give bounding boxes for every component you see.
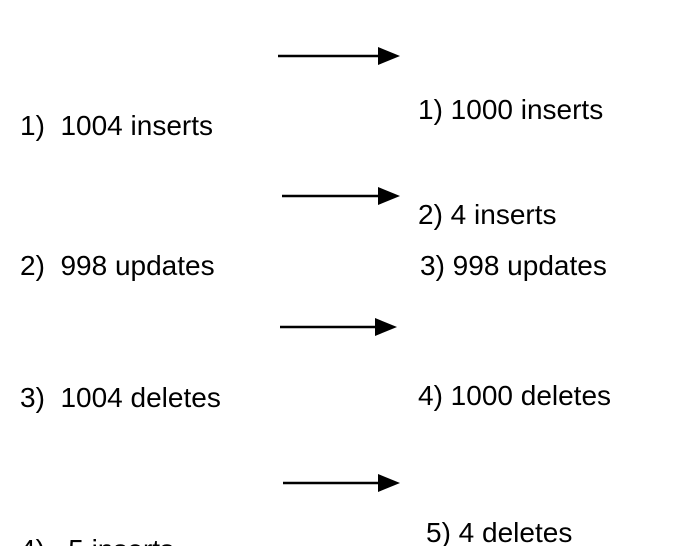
row-right-text: 5) 4 deletes 6) 5 inserts <box>426 445 572 546</box>
diagram-row: 4) 5 inserts 5) 4 deletes 6) 5 inserts <box>0 400 679 546</box>
row-right-text: 4) 1000 deletes <box>418 308 611 483</box>
row-left-line: 3) 1004 deletes <box>20 382 221 413</box>
row-right-line: 5) 4 deletes <box>426 517 573 546</box>
row-right-line: 1) 1000 inserts <box>418 94 604 125</box>
diagram-row: 1) 1004 inserts 1) 1000 inserts 2) 4 ins… <box>0 0 679 230</box>
row-left-text: 4) 5 inserts <box>20 462 174 546</box>
row-right-text: 3) 998 updates <box>420 178 607 353</box>
row-left-line: 4) 5 inserts <box>20 532 174 546</box>
diagram-row: 2) 998 updates 3) 998 updates <box>0 140 679 281</box>
row-left-text: 2) 998 updates <box>20 178 215 353</box>
row-left-line: 1) 1004 inserts <box>20 110 213 141</box>
arrow-right-icon <box>283 473 400 493</box>
diagram-row: 3) 1004 deletes 4) 1000 deletes <box>0 270 679 413</box>
row-right-text: 1) 1000 inserts 2) 4 inserts <box>418 22 603 302</box>
arrow-right-icon <box>278 46 400 66</box>
row-right-line: 2) 4 inserts <box>418 199 557 230</box>
row-left-text: 3) 1004 deletes <box>20 310 221 485</box>
row-left-line: 2) 998 updates <box>20 250 215 281</box>
row-right-line: 4) 1000 deletes <box>418 380 612 411</box>
row-left-text: 1) 1004 inserts <box>20 38 213 213</box>
row-right-line: 3) 998 updates <box>420 250 607 281</box>
arrow-right-icon <box>282 186 400 206</box>
arrow-right-icon <box>280 317 397 337</box>
